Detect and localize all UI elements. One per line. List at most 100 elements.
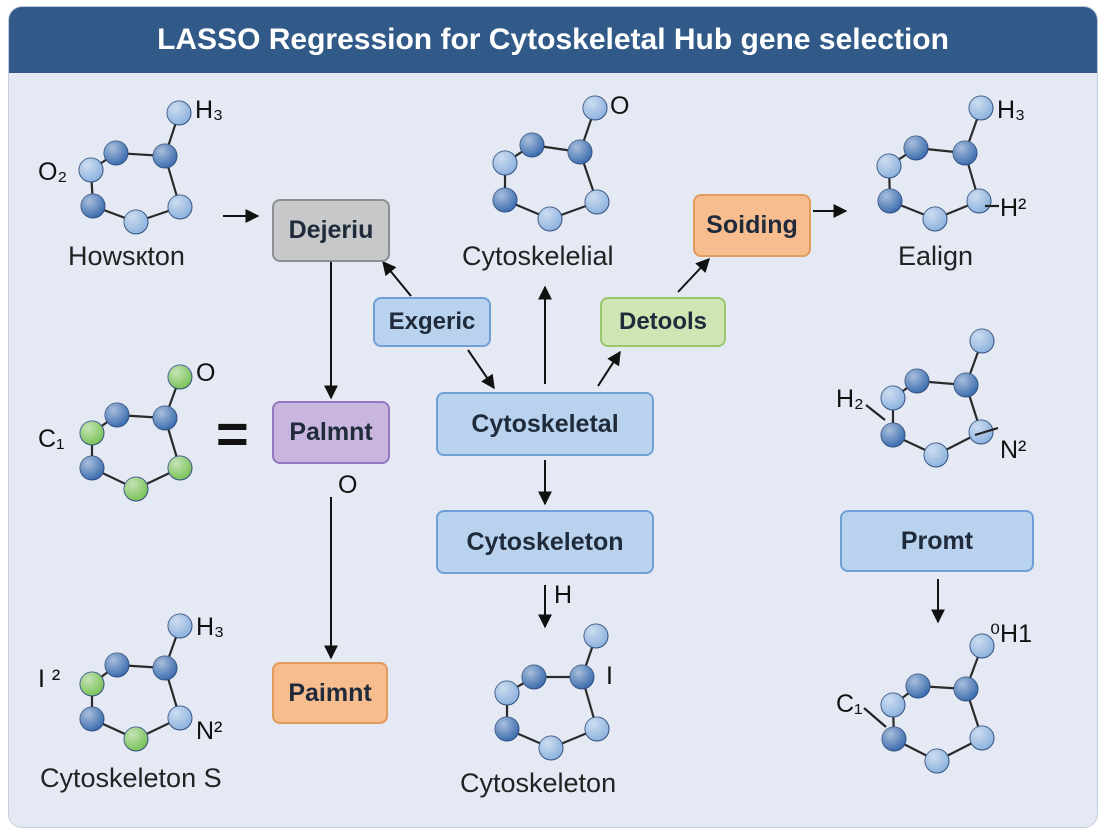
atom-highlight — [904, 136, 928, 160]
atom-highlight — [124, 210, 148, 234]
atom-highlight — [538, 207, 562, 231]
atom-label-h-under-cytoskeleton: H — [554, 581, 573, 609]
atom-label-h3-bottom-left: H₃ — [196, 613, 225, 641]
atom-label-o-mid-left: O — [196, 359, 216, 387]
atom-label-c1-bottom-right: C₁ — [836, 690, 863, 718]
atom-highlight — [80, 707, 104, 731]
molecule-mid-right — [880, 328, 995, 468]
equals-sign: = — [216, 402, 249, 465]
atom-label-i2: I ² — [38, 665, 61, 693]
atom-highlight — [124, 727, 148, 751]
box-promt: Promt — [840, 510, 1034, 572]
title-bar — [9, 7, 1097, 73]
atom-highlight — [568, 140, 592, 164]
caption-howkton: Howsкton — [68, 241, 185, 271]
atom-highlight — [953, 141, 977, 165]
atom-highlight — [925, 749, 949, 773]
molecule-mid-left — [79, 364, 193, 502]
bond-n2-label — [974, 426, 999, 437]
atom-highlight — [970, 726, 994, 750]
atom-highlight — [81, 194, 105, 218]
molecule-top-right — [876, 95, 994, 232]
atom-highlight — [493, 188, 517, 212]
atom-highlight — [153, 406, 177, 430]
atom-label-o2: O₂ — [38, 158, 68, 186]
atom-highlight — [522, 665, 546, 689]
atom-highlight — [168, 706, 192, 730]
atom-highlight — [881, 693, 905, 717]
atom-highlight — [105, 403, 129, 427]
atom-highlight — [153, 144, 177, 168]
atom-highlight — [967, 189, 991, 213]
atom-highlight — [167, 101, 191, 125]
atom-label-n2-bottom-left: N² — [196, 717, 223, 745]
atom-highlight — [969, 96, 993, 120]
box-soiding: Soiding — [693, 194, 811, 257]
atom-highlight — [105, 653, 129, 677]
box-paimnt: Paimnt — [272, 662, 388, 724]
atom-label-i-bottom-center: I — [606, 662, 613, 690]
atom-highlight — [80, 421, 104, 445]
atom-label-o-under-palmnt: O — [338, 471, 358, 499]
box-palmnt: Palmnt — [272, 401, 390, 464]
atom-highlight — [954, 677, 978, 701]
atom-label-oh1: ⁰H1 — [990, 620, 1032, 648]
caption-ealign: Ealign — [898, 241, 974, 271]
atom-highlight — [168, 614, 192, 638]
atom-highlight — [570, 665, 594, 689]
bond-h2-label — [865, 404, 886, 421]
atom-highlight — [104, 141, 128, 165]
atom-highlight — [877, 154, 901, 178]
atom-highlight — [539, 736, 563, 760]
atom-highlight — [168, 195, 192, 219]
arrow-exgeric-to-cytoskeletal — [467, 349, 495, 390]
caption-cytoskelelial: Cytoskelelial — [462, 241, 614, 271]
atom-highlight — [954, 373, 978, 397]
atom-highlight — [969, 420, 993, 444]
arrow-detools-to-soiding — [677, 257, 710, 293]
atom-highlight — [878, 189, 902, 213]
atom-highlight — [583, 96, 607, 120]
diagram-title: LASSO Regression for Cytoskeletal Hub ge… — [157, 23, 949, 56]
atom-highlight — [80, 456, 104, 480]
atom-label-h3-top-left: H₃ — [195, 96, 224, 124]
atom-label-h3-top-right: H₃ — [997, 96, 1026, 124]
atom-highlight — [585, 190, 609, 214]
atom-highlight — [520, 133, 544, 157]
caption-cytoskeleton-s: Cytoskeleton S — [40, 763, 222, 793]
molecule-bottom-left — [79, 613, 193, 752]
molecule-top-left — [78, 100, 193, 235]
atom-highlight — [585, 717, 609, 741]
molecule-bottom-center — [494, 623, 610, 761]
atom-highlight — [970, 634, 994, 658]
box-exgeric: Exgeric — [373, 297, 491, 347]
atom-highlight — [168, 456, 192, 480]
box-cytoskeleton: Cytoskeleton — [436, 510, 654, 574]
box-cytoskeletal: Cytoskeletal — [436, 392, 654, 456]
molecule-top-center — [492, 95, 610, 232]
atom-highlight — [970, 329, 994, 353]
atom-label-n2-mid-right: N² — [1000, 436, 1027, 464]
atom-highlight — [168, 365, 192, 389]
atom-label-h2-mid-right: H₂ — [836, 385, 864, 413]
atom-highlight — [79, 158, 103, 182]
box-detools: Detools — [600, 297, 726, 347]
atom-highlight — [80, 672, 104, 696]
atom-highlight — [495, 681, 519, 705]
arrow-to-detools — [597, 350, 621, 387]
atom-highlight — [493, 151, 517, 175]
atom-highlight — [924, 443, 948, 467]
atom-highlight — [906, 674, 930, 698]
molecule-bottom-right — [880, 633, 995, 774]
atom-highlight — [881, 423, 905, 447]
atom-label-c1-mid-left: C₁ — [38, 425, 65, 453]
bond-c1-label — [863, 707, 887, 728]
atom-highlight — [881, 386, 905, 410]
atom-highlight — [584, 624, 608, 648]
atom-highlight — [153, 656, 177, 680]
box-dejeriu: Dejeriu — [272, 199, 390, 262]
atom-label-o-top-center: O — [610, 92, 630, 120]
arrow-exgeric-to-dejeriu — [382, 260, 412, 297]
